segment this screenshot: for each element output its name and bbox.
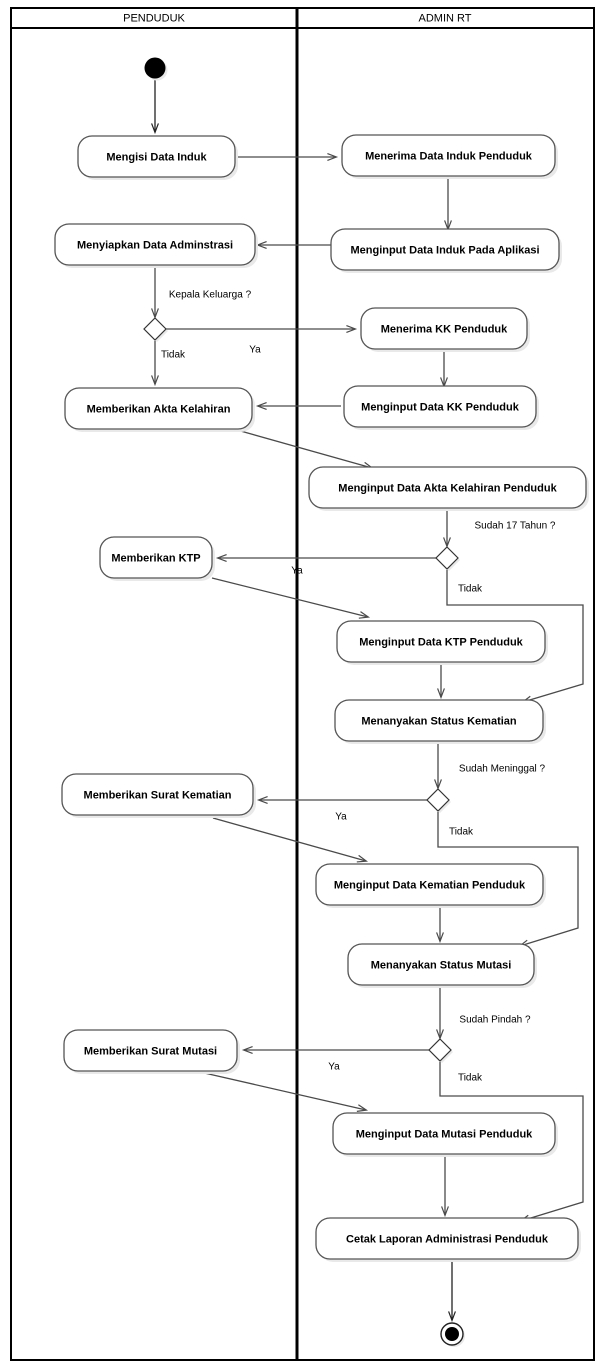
edge-label-meninggal-tidak: Tidak <box>449 827 474 838</box>
node-label: Mengisi Data Induk <box>106 151 207 163</box>
edge-label-kk-tidak: Tidak <box>161 350 186 361</box>
node-label: Memberikan KTP <box>111 552 200 564</box>
node-label: Menginput Data Induk Pada Aplikasi <box>350 244 539 256</box>
node-box[interactable] <box>336 620 546 663</box>
node-label: Menyiapkan Data Adminstrasi <box>77 239 233 251</box>
edge-decision-pindah-tidak-to-cetak-laporan <box>439 1062 584 1223</box>
initial-node-dot <box>144 57 166 79</box>
final-node-dot <box>445 1327 459 1341</box>
edge-label-meninggal-ya: Ya <box>335 812 347 823</box>
lane-title-admin-rt: ADMIN RT <box>419 12 472 24</box>
node-box[interactable] <box>341 134 556 177</box>
decision-node-sudah-pindah[interactable] <box>428 1038 453 1063</box>
node-label: Menerima Data Induk Penduduk <box>365 150 533 162</box>
node-label: Menginput Data Kematian Penduduk <box>334 879 526 891</box>
edge-memberikan-akta-to-menginput-akta <box>236 429 375 470</box>
activity-node-menginput-data-induk-pada-aplikasi[interactable]: Menginput Data Induk Pada Aplikasi <box>330 228 562 273</box>
node-box[interactable] <box>347 943 535 986</box>
node-label: Memberikan Surat Kematian <box>84 789 232 801</box>
node-label: Menginput Data KK Penduduk <box>361 401 520 413</box>
swimlane-frame <box>10 7 595 1361</box>
activity-node-memberikan-surat-kematian[interactable]: Memberikan Surat Kematian <box>61 773 256 818</box>
node-label: Cetak Laporan Administrasi Penduduk <box>346 1233 549 1245</box>
edge-label-pindah-ya: Ya <box>328 1062 340 1073</box>
activity-node-menanyakan-status-kematian[interactable]: Menanyakan Status Kematian <box>334 699 546 744</box>
decision-node-kepala-keluarga[interactable] <box>143 317 168 342</box>
decision-diamond[interactable] <box>428 1038 452 1062</box>
final-node <box>440 1322 465 1347</box>
activity-node-menginput-data-ktp-penduduk[interactable]: Menginput Data KTP Penduduk <box>336 620 548 665</box>
flow-edges <box>151 79 584 1323</box>
edge-label-sudah-17-tahun: Sudah 17 Tahun ? <box>474 521 555 532</box>
node-box[interactable] <box>332 1112 556 1155</box>
node-label: Menanyakan Status Mutasi <box>371 959 512 971</box>
edge-label-sudah-pindah: Sudah Pindah ? <box>459 1015 531 1026</box>
activity-node-menginput-data-akta-kelahiran-penduduk[interactable]: Menginput Data Akta Kelahiran Penduduk <box>308 466 589 511</box>
node-box[interactable] <box>334 699 544 742</box>
activity-node-cetak-laporan-administrasi-penduduk[interactable]: Cetak Laporan Administrasi Penduduk <box>315 1217 581 1262</box>
node-box[interactable] <box>315 863 544 906</box>
node-box[interactable] <box>61 773 254 816</box>
activity-node-memberikan-ktp[interactable]: Memberikan KTP <box>99 536 215 581</box>
node-box[interactable] <box>54 223 256 266</box>
node-box[interactable] <box>99 536 213 579</box>
edge-decision-17-tidak-to-menanyakan-kematian <box>446 570 584 704</box>
decision-node-sudah-meninggal[interactable] <box>426 788 451 813</box>
edge-label-17-ya: Ya <box>291 566 303 577</box>
lane-header-admin-rt: ADMIN RT <box>419 12 472 24</box>
edge-label-kk-ya: Ya <box>249 345 261 356</box>
edge-label-kepala-keluarga: Kepala Keluarga ? <box>169 290 252 301</box>
decision-node-sudah-17-tahun[interactable] <box>435 546 460 571</box>
node-box[interactable] <box>343 385 537 428</box>
activity-node-menerima-kk-penduduk[interactable]: Menerima KK Penduduk <box>360 307 530 352</box>
activity-node-menanyakan-status-mutasi[interactable]: Menanyakan Status Mutasi <box>347 943 537 988</box>
node-label: Menerima KK Penduduk <box>381 323 508 335</box>
node-box[interactable] <box>360 307 528 350</box>
node-box[interactable] <box>330 228 560 271</box>
activity-node-menginput-data-kematian-penduduk[interactable]: Menginput Data Kematian Penduduk <box>315 863 546 908</box>
edge-label-17-tidak: Tidak <box>458 584 483 595</box>
edge-surat-mutasi-to-menginput-mutasi <box>199 1071 369 1112</box>
activity-node-memberikan-surat-mutasi[interactable]: Memberikan Surat Mutasi <box>63 1029 240 1074</box>
edge-memberikan-ktp-to-menginput-ktp <box>211 577 371 619</box>
edge-label-sudah-meninggal: Sudah Meninggal ? <box>459 764 546 775</box>
lane-header-penduduk: PENDUDUK <box>123 12 185 24</box>
activity-node-menyiapkan-data-adminstrasi[interactable]: Menyiapkan Data Adminstrasi <box>54 223 258 268</box>
node-box[interactable] <box>63 1029 238 1072</box>
activity-node-menginput-data-kk-penduduk[interactable]: Menginput Data KK Penduduk <box>343 385 539 430</box>
node-label: Memberikan Akta Kelahiran <box>87 403 231 415</box>
node-box[interactable] <box>64 387 253 430</box>
activity-node-memberikan-akta-kelahiran[interactable]: Memberikan Akta Kelahiran <box>64 387 255 432</box>
node-label: Menginput Data KTP Penduduk <box>359 636 523 648</box>
lane-title-penduduk: PENDUDUK <box>123 12 185 24</box>
node-label: Memberikan Surat Mutasi <box>84 1045 217 1057</box>
decision-diamond[interactable] <box>426 788 450 812</box>
node-label: Menanyakan Status Kematian <box>361 715 517 727</box>
node-box[interactable] <box>77 135 236 178</box>
activity-node-menginput-data-mutasi-penduduk[interactable]: Menginput Data Mutasi Penduduk <box>332 1112 558 1157</box>
node-box[interactable] <box>308 466 587 509</box>
edge-label-pindah-tidak: Tidak <box>458 1073 483 1084</box>
activity-node-menerima-data-induk-penduduk[interactable]: Menerima Data Induk Penduduk <box>341 134 558 179</box>
edge-labels: Kepala Keluarga ? Ya Tidak Sudah 17 Tahu… <box>161 290 556 1084</box>
initial-node <box>144 57 168 81</box>
decision-diamond[interactable] <box>143 317 167 341</box>
activity-node-mengisi-data-induk[interactable]: Mengisi Data Induk <box>77 135 238 180</box>
edge-surat-kematian-to-menginput-kematian <box>212 817 369 863</box>
swimlane-outer-border <box>10 7 595 1361</box>
node-box[interactable] <box>315 1217 579 1260</box>
edge-decision-meninggal-tidak-to-menanyakan-mutasi <box>437 812 579 948</box>
node-label: Menginput Data Akta Kelahiran Penduduk <box>338 482 557 494</box>
decision-diamond[interactable] <box>435 546 459 570</box>
node-label: Menginput Data Mutasi Penduduk <box>356 1128 533 1140</box>
